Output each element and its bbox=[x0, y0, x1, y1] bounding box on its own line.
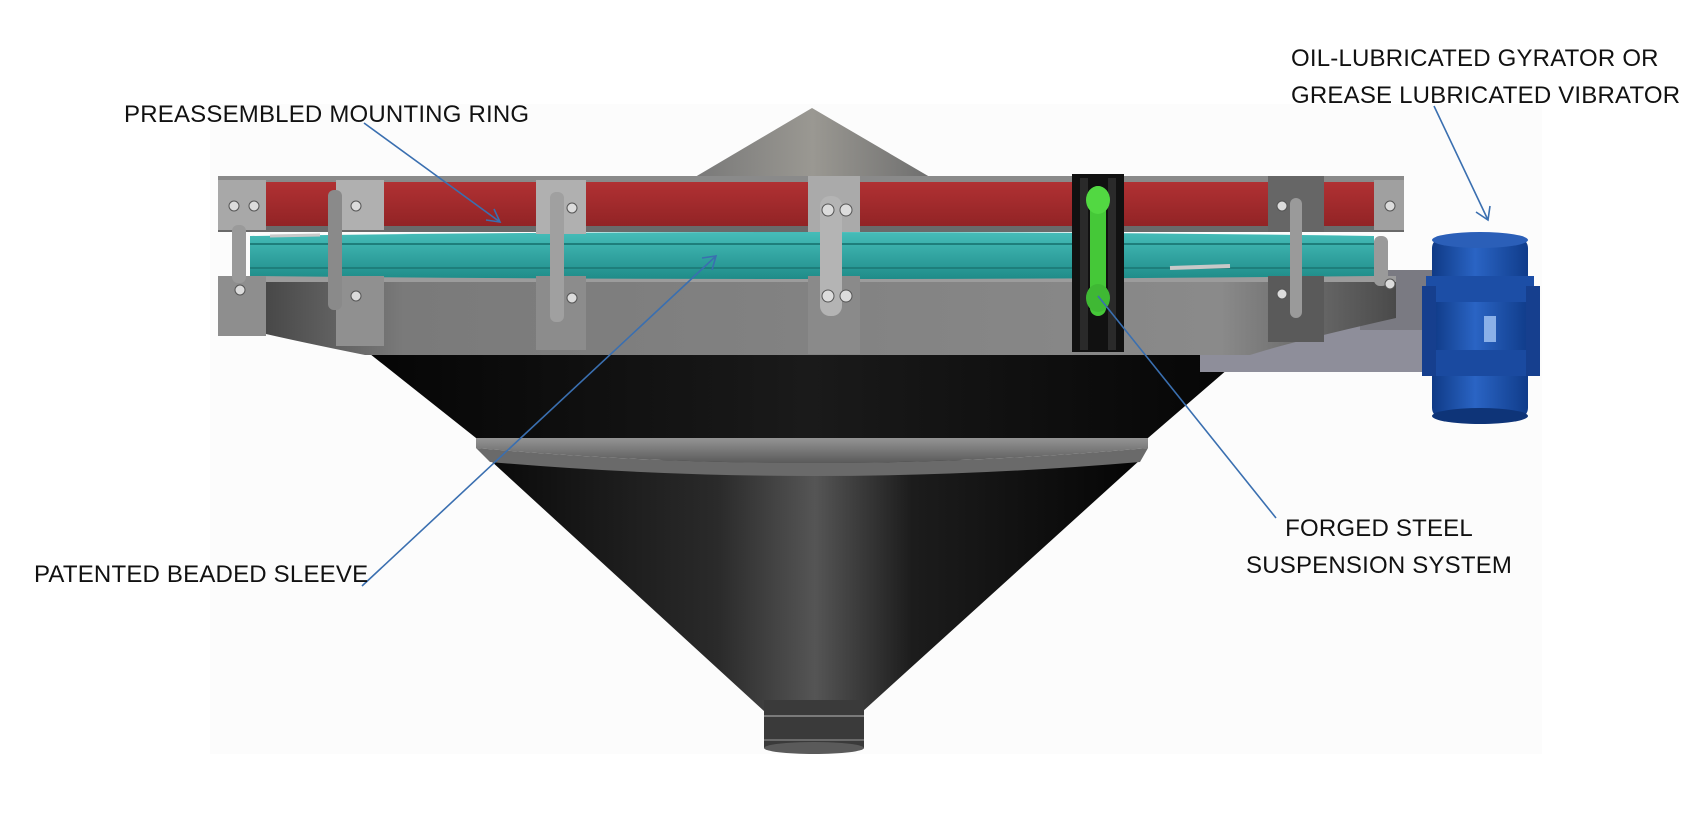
deflector-cone bbox=[690, 108, 935, 180]
label-vibrator-line1: OIL-LUBRICATED GYRATOR OR bbox=[1291, 45, 1659, 72]
bolts bbox=[228, 200, 1396, 304]
label-beaded-sleeve: PATENTED BEADED SLEEVE bbox=[34, 556, 368, 593]
label-vibrator-line2: GREASE LUBRICATED VIBRATOR bbox=[1291, 82, 1681, 109]
leader-suspension bbox=[1097, 295, 1277, 519]
label-mounting-ring-text: PREASSEMBLED MOUNTING RING bbox=[124, 101, 530, 128]
leader-vibrator bbox=[1433, 105, 1489, 221]
label-beaded-sleeve-text: PATENTED BEADED SLEEVE bbox=[34, 561, 369, 588]
leader-lines bbox=[361, 105, 1491, 587]
forged-suspension-link bbox=[1072, 174, 1124, 352]
label-vibrator: OIL-LUBRICATED GYRATOR OR GREASE LUBRICA… bbox=[1291, 40, 1680, 114]
label-suspension: FORGED STEEL SUSPENSION SYSTEM bbox=[1246, 510, 1512, 584]
label-suspension-line1: FORGED STEEL bbox=[1285, 515, 1473, 542]
leader-mounting-ring bbox=[363, 122, 501, 223]
upper-hopper-body bbox=[365, 350, 1250, 438]
discharge-cone bbox=[490, 460, 1140, 712]
beaded-sleeve bbox=[250, 232, 1374, 279]
vibrator-motor bbox=[1422, 232, 1540, 424]
outlet-spout-rim bbox=[764, 742, 864, 754]
label-mounting-ring: PREASSEMBLED MOUNTING RING bbox=[124, 96, 529, 133]
label-suspension-line2: SUSPENSION SYSTEM bbox=[1246, 552, 1513, 579]
leader-sleeve bbox=[361, 255, 717, 587]
